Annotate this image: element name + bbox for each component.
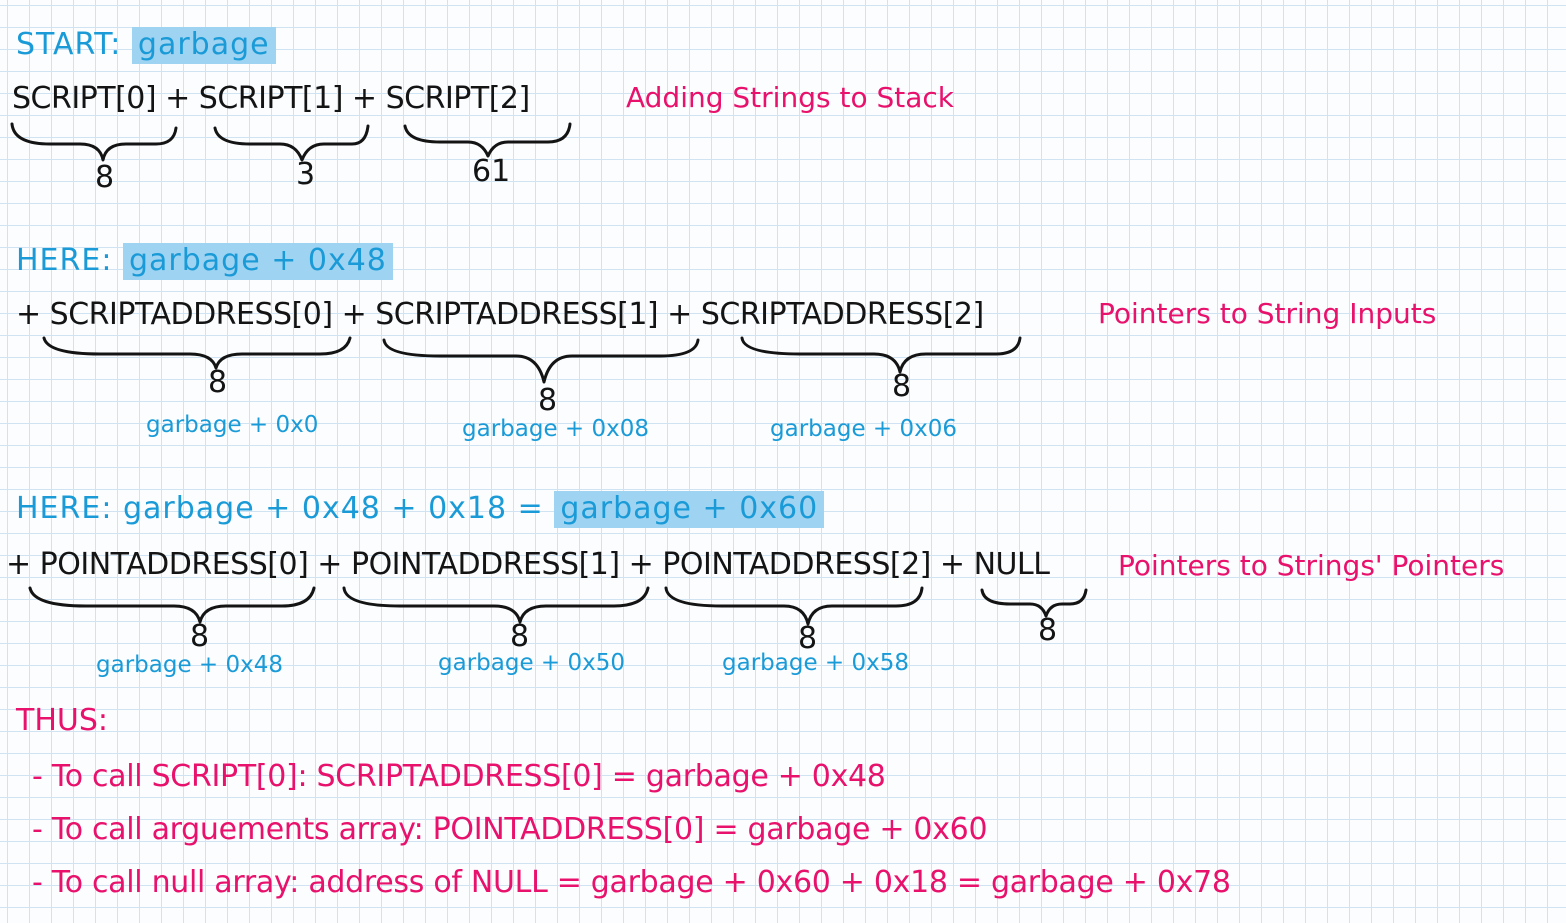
script-address-line: + SCRIPTADDRESS[0] + SCRIPTADDRESS[1] + … [16, 297, 984, 332]
offset-pointaddr-0: garbage + 0x48 [96, 652, 283, 678]
start-highlight: garbage [131, 27, 276, 64]
brace-script-2 [403, 122, 572, 158]
size-pointaddr-1: 8 [510, 619, 530, 654]
point-address-line: + POINTADDRESS[0] + POINTADDRESS[1] + PO… [6, 547, 1050, 582]
offset-pointaddr-1: garbage + 0x50 [438, 650, 625, 676]
note-pointers-pointers: Pointers to Strings' Pointers [1118, 549, 1505, 582]
brace-scriptaddr-2 [740, 336, 1022, 374]
brace-script-0 [10, 122, 178, 162]
brace-pointaddr-1 [342, 586, 650, 624]
here-highlight-2: garbage + 0x60 [554, 491, 825, 528]
here-label-1: HERE: garbage + 0x48 [16, 243, 393, 280]
thus-line-3: - To call null array: address of NULL = … [32, 865, 1231, 900]
brace-script-1 [213, 124, 370, 162]
thus-line-1: - To call SCRIPT[0]: SCRIPTADDRESS[0] = … [32, 759, 886, 794]
size-script-0: 8 [95, 160, 115, 195]
note-adding-strings: Adding Strings to Stack [626, 81, 954, 114]
brace-null [980, 588, 1088, 618]
here-label-2: HERE: garbage + 0x48 + 0x18 = garbage + … [16, 491, 825, 528]
offset-pointaddr-2: garbage + 0x58 [722, 650, 909, 676]
offset-scriptaddr-0: garbage + 0x0 [146, 412, 319, 438]
thus-line-2: - To call arguements array: POINTADDRESS… [32, 812, 988, 847]
brace-scriptaddr-1 [382, 338, 700, 384]
size-null: 8 [1038, 613, 1058, 648]
size-scriptaddr-1: 8 [538, 383, 558, 418]
size-script-2: 61 [472, 154, 511, 189]
note-pointers-inputs: Pointers to String Inputs [1098, 297, 1437, 330]
brace-scriptaddr-0 [42, 336, 352, 370]
offset-scriptaddr-1: garbage + 0x08 [462, 416, 649, 442]
size-scriptaddr-0: 8 [208, 365, 228, 400]
thus-label: THUS: [16, 703, 108, 738]
start-label: START: garbage [16, 27, 276, 64]
brace-pointaddr-2 [664, 586, 924, 626]
size-pointaddr-2: 8 [798, 621, 818, 656]
brace-pointaddr-0 [28, 586, 316, 624]
size-scriptaddr-2: 8 [892, 369, 912, 404]
here-highlight-1: garbage + 0x48 [122, 243, 393, 280]
offset-scriptaddr-2: garbage + 0x06 [770, 416, 957, 442]
script-sum-line: SCRIPT[0] + SCRIPT[1] + SCRIPT[2] [12, 81, 530, 116]
size-script-1: 3 [296, 157, 316, 192]
size-pointaddr-0: 8 [190, 619, 210, 654]
